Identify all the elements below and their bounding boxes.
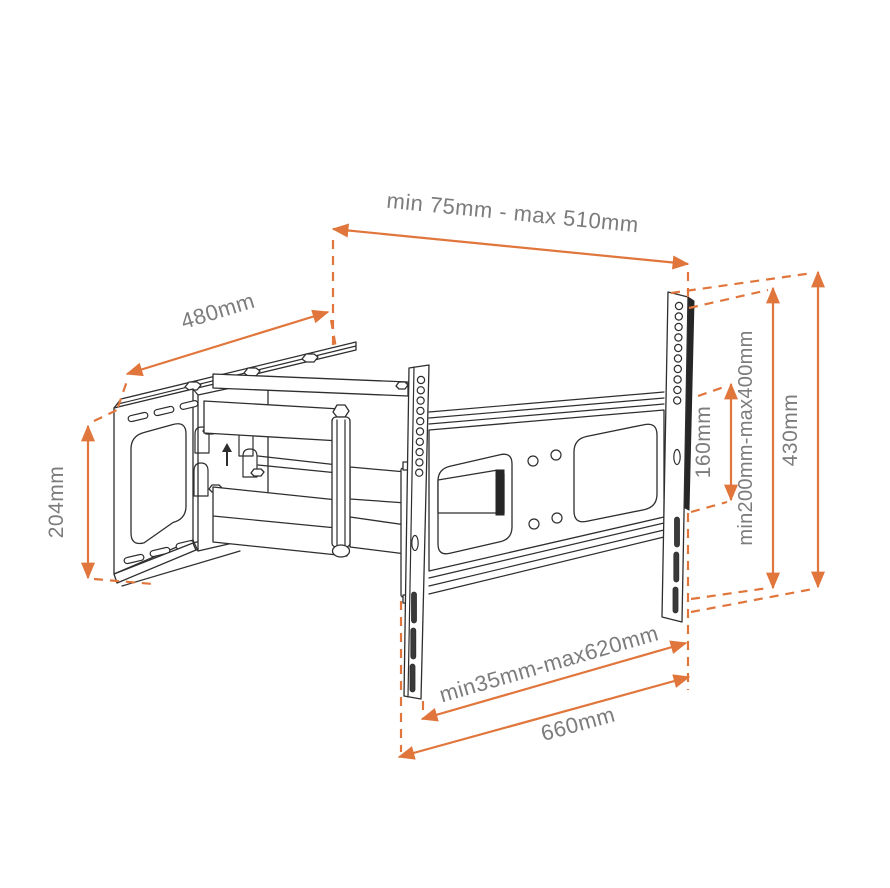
right-tv-rail xyxy=(661,291,695,623)
extension-line xyxy=(688,288,769,310)
up-arrow-icon xyxy=(222,443,232,466)
extension-line xyxy=(93,577,154,586)
crossbar-right-cutout xyxy=(573,423,658,523)
extension-line xyxy=(690,587,814,614)
right-rail-slot xyxy=(674,516,680,548)
beam-bolt xyxy=(301,353,319,363)
left-rail-slot xyxy=(410,627,417,660)
dimension-label: 430mm xyxy=(779,394,802,467)
extension-line xyxy=(690,500,728,514)
articulating-arms xyxy=(203,373,414,604)
crossbar-hole xyxy=(528,518,540,530)
dimension-top-span: min 75mm - max 510mm xyxy=(331,188,690,349)
left-rail-face xyxy=(403,364,430,700)
dimension-line xyxy=(331,223,690,270)
dimension-line xyxy=(397,674,691,760)
keyhole-slot xyxy=(242,448,258,478)
crossbar-hole xyxy=(551,512,563,524)
crossbar-hole xyxy=(527,455,539,467)
right-rail-slot xyxy=(673,551,680,583)
wall-plate-cutout xyxy=(130,423,187,545)
dimension-label: min 75mm - max 510mm xyxy=(385,188,640,238)
dimension-label: min200mm-max400mm xyxy=(735,330,757,545)
right-rail-slot xyxy=(672,586,679,614)
lower-forearm xyxy=(349,516,407,555)
extension-line xyxy=(93,408,120,422)
elbow-foot xyxy=(331,544,351,558)
left-rail-slot xyxy=(409,663,416,693)
crossbar-hole xyxy=(550,449,562,461)
keyhole-slot xyxy=(193,462,209,497)
crossbar xyxy=(428,391,665,595)
extension-line xyxy=(116,380,129,408)
dimension-vesa-hole-span: 160mm xyxy=(690,382,738,514)
bracket-bolt xyxy=(250,468,265,477)
dimension-wall-plate-height: 204mm xyxy=(45,408,154,586)
dimension-label: 160mm xyxy=(692,406,715,479)
elbow-pivot-cylinder xyxy=(331,416,351,548)
left-tv-rail xyxy=(403,364,430,700)
extension-line xyxy=(690,586,769,601)
dimension-bottom-range: min35mm-max620mm xyxy=(420,620,688,722)
dimension-label: 480mm xyxy=(178,288,258,334)
arm-end-pivot xyxy=(495,469,505,516)
dimension-bracket-height: 430mm xyxy=(670,270,825,614)
extension-line xyxy=(697,384,728,398)
dimension-label: 204mm xyxy=(45,466,68,539)
extension-line xyxy=(670,271,814,295)
dimension-line xyxy=(125,309,330,377)
dimension-vesa-range: min200mm-max400mm xyxy=(688,286,780,601)
left-rail-slot xyxy=(411,591,417,624)
rail-top-bolt xyxy=(395,381,409,390)
middle-forearm xyxy=(349,466,407,504)
lower-rear-arm xyxy=(212,486,348,557)
extension-line xyxy=(329,319,338,349)
elbow-bolt xyxy=(332,404,350,418)
